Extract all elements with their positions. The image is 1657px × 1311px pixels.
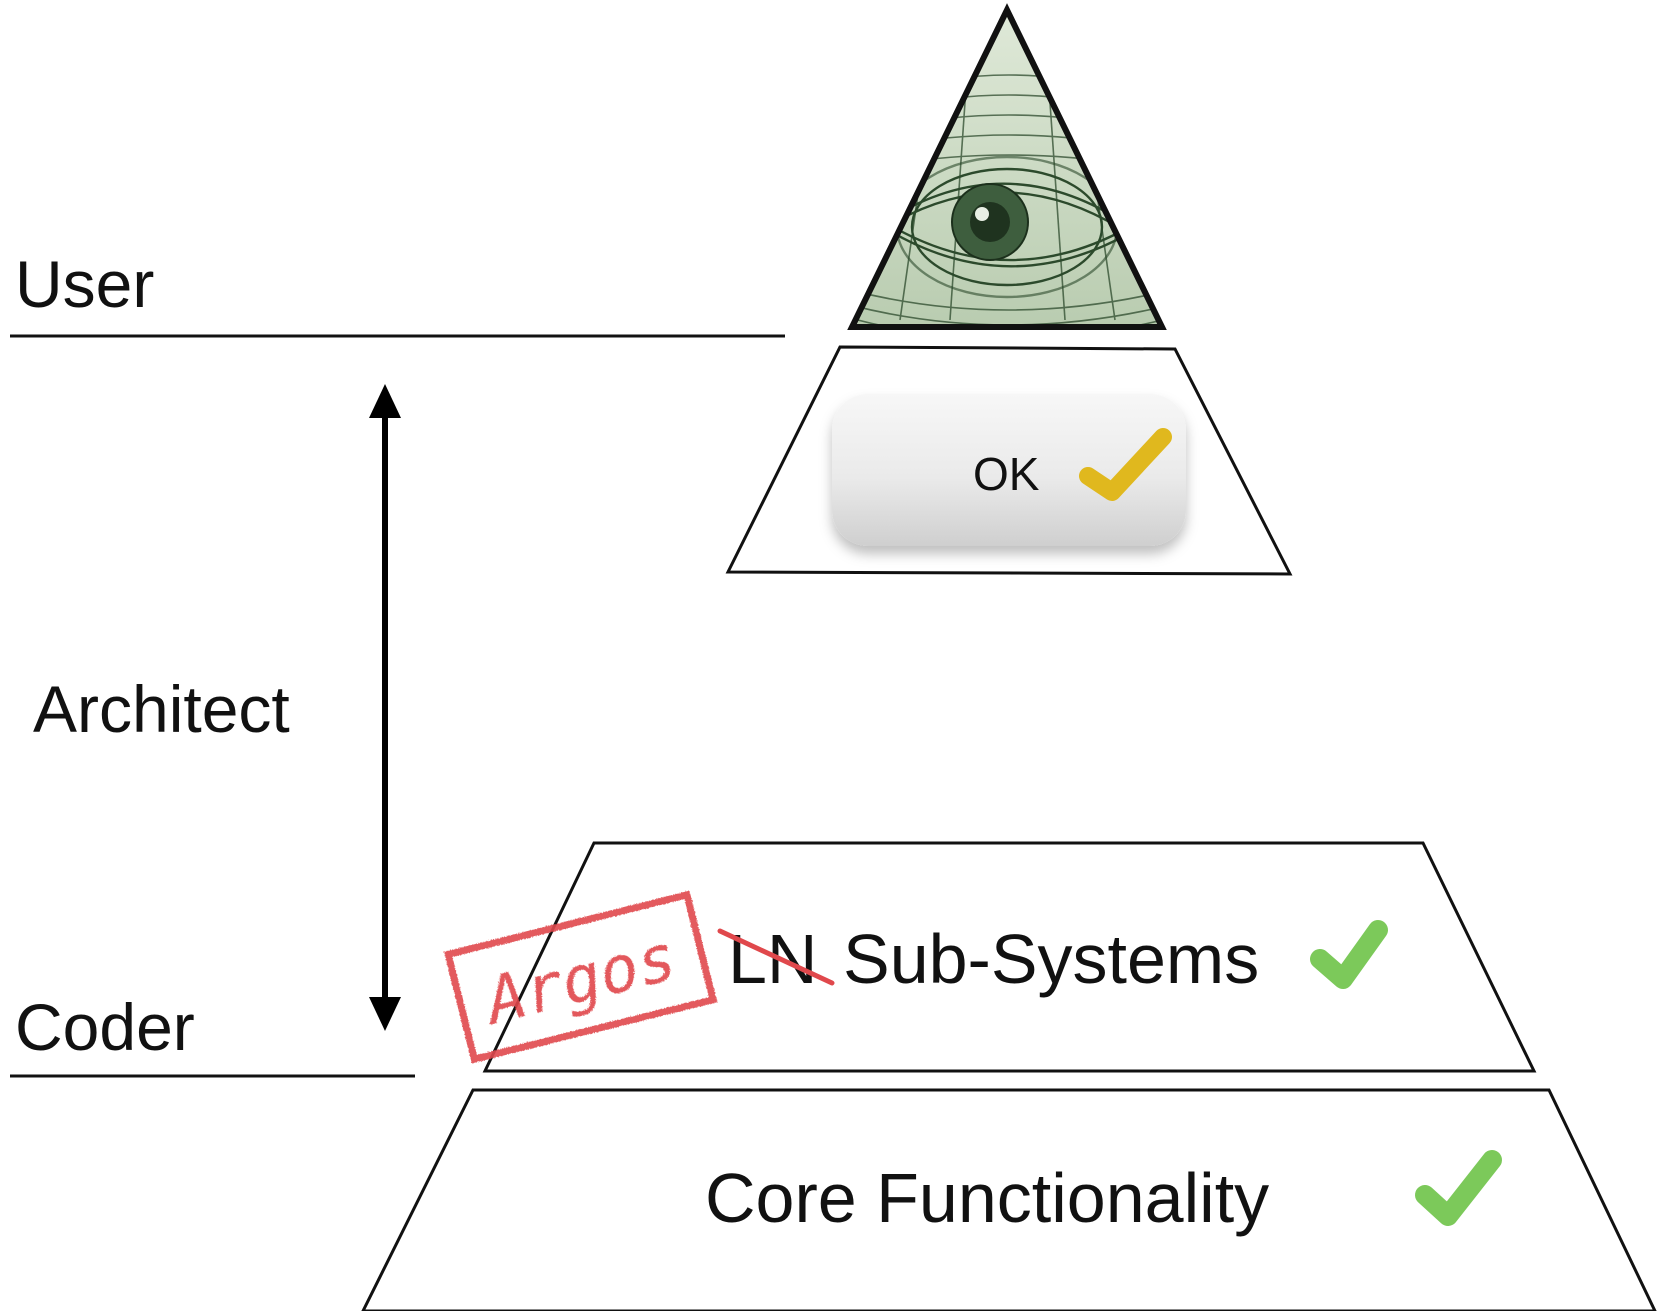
ok-button[interactable]: [832, 394, 1186, 546]
role-coder-label: Coder: [15, 990, 195, 1064]
checkmark-icon: [1415, 1150, 1502, 1226]
ok-button-label: OK: [973, 448, 1040, 500]
ui-layer: OK: [725, 345, 1293, 576]
core-layer-shape: [361, 1088, 1657, 1311]
subsystems-layer: LN Sub-Systems: [482, 841, 1537, 1073]
all-seeing-eye-icon: [847, 3, 1167, 330]
subsystems-layer-shape: [482, 841, 1537, 1073]
checkmark-icon: [1310, 920, 1388, 989]
role-architect-label: Architect: [33, 672, 290, 746]
checkmark-icon: [1079, 428, 1172, 501]
subsystems-label: Sub-Systems: [843, 920, 1259, 998]
double-arrow-icon: [369, 384, 401, 1031]
stamp-border: [443, 890, 718, 1064]
role-user-label: User: [15, 247, 154, 321]
subsystems-struck-text: LN: [728, 920, 817, 998]
core-layer: Core Functionality: [361, 1088, 1657, 1311]
core-label: Core Functionality: [705, 1159, 1269, 1237]
strikethrough: [717, 928, 835, 986]
